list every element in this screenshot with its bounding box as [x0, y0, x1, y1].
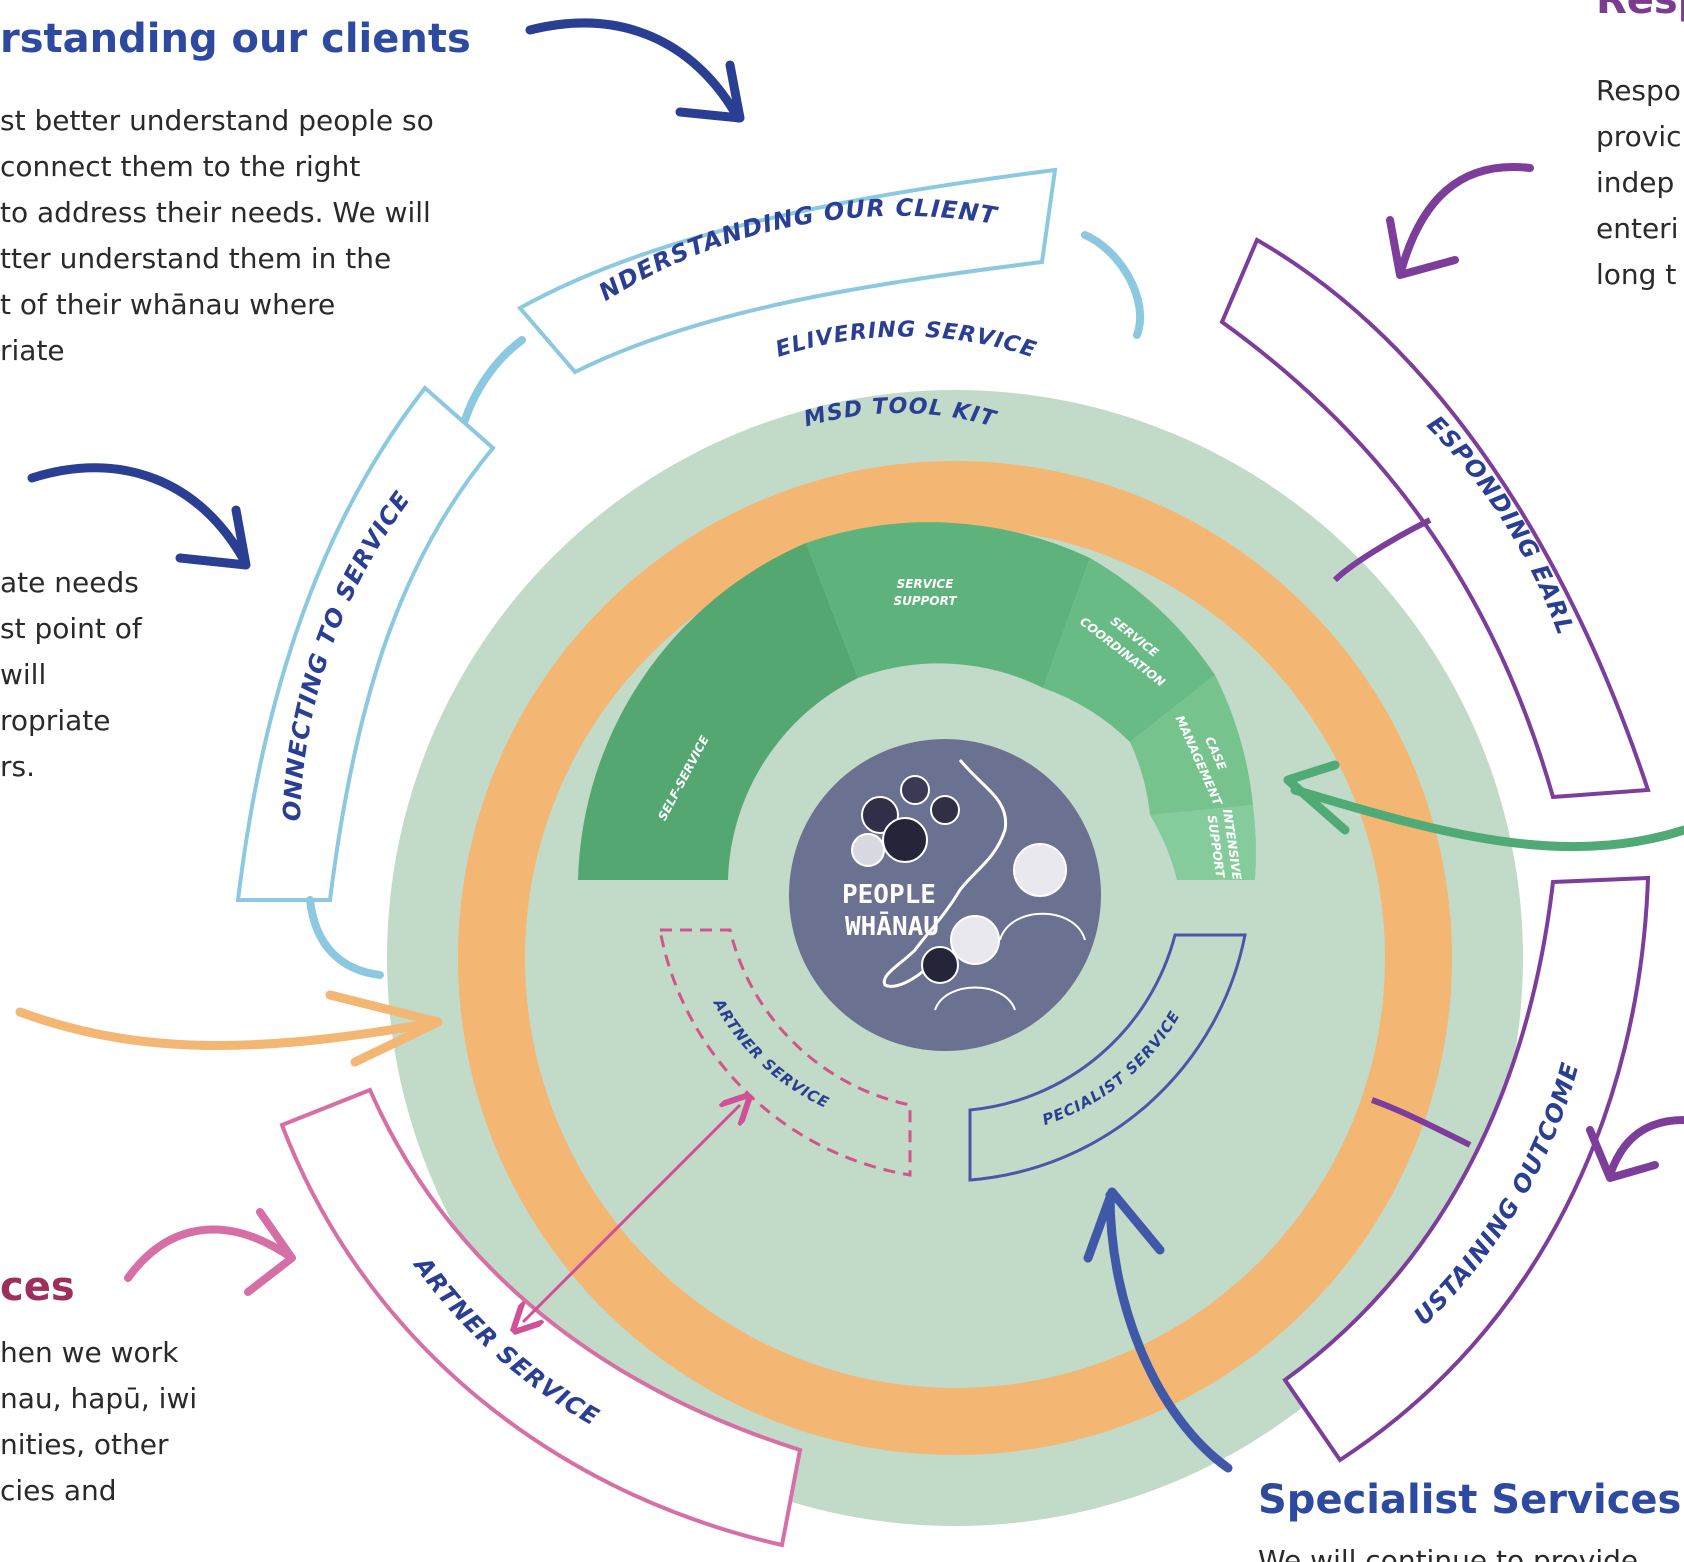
specialist-line: We will continue to provide	[1258, 1544, 1639, 1562]
specialist-heading: Specialist Services	[1258, 1477, 1682, 1523]
sustaining-outcomes-box	[1282, 875, 1651, 1463]
partner-line: nau, hapū, iwi	[0, 1382, 198, 1415]
pink-arrow-partner	[124, 1208, 296, 1296]
understanding-heading: rstanding our clients	[0, 16, 471, 62]
understanding-our-clients-box	[516, 167, 1058, 375]
partner-services-inner-bracket	[658, 928, 912, 1177]
orange-arrow-toolkit	[15, 990, 443, 1067]
people-whanau-illustration	[789, 739, 1101, 1051]
specialist-panel: Specialist Services We will continue to …	[1258, 1472, 1684, 1562]
partner-line: cies and	[0, 1474, 117, 1507]
understanding-line: t of their whānau where	[0, 288, 336, 321]
partner-body: hen we work nau, hapū, iwi nities, other…	[0, 1330, 240, 1514]
connecting-to-services-box	[235, 385, 496, 902]
connecting-line: st point of	[0, 612, 142, 645]
service-support-segment	[806, 522, 1090, 688]
navy-arrow-connecting	[27, 463, 251, 570]
connecting-line: rs.	[0, 750, 35, 783]
purple-arrow-in-top	[1332, 517, 1432, 583]
connecting-panel: ate needs st point of will ropriate rs.	[0, 560, 170, 790]
partner-line: hen we work	[0, 1336, 179, 1369]
connecting-body: ate needs st point of will ropriate rs.	[0, 560, 170, 790]
responding-line: provic	[1596, 120, 1682, 153]
responding-early-box	[1219, 237, 1651, 800]
light-blue-arrow-left	[461, 336, 526, 424]
specialist-body: We will continue to provide	[1258, 1538, 1684, 1562]
understanding-line: riate	[0, 334, 65, 367]
responding-body: Respo provic indep enteri long t	[1596, 68, 1684, 298]
responding-heading: Resp	[1596, 0, 1684, 23]
responding-panel: Resp Respo provic indep enteri long t	[1596, 0, 1684, 298]
purple-arrow-responding	[1386, 163, 1534, 279]
connecting-line: ate needs	[0, 566, 139, 599]
service-support-label-2: SUPPORT	[893, 594, 957, 608]
responding-line: Respo	[1596, 74, 1681, 107]
light-blue-arrow-bottom	[306, 896, 384, 979]
navy-arrow-specialist	[1083, 1187, 1233, 1473]
pink-double-arrow	[523, 1105, 740, 1322]
green-arrow-into-services	[1283, 760, 1684, 852]
connecting-line: ropriate	[0, 704, 111, 737]
service-support-label-1: SERVICE	[897, 577, 955, 591]
nz-map-outline	[882, 759, 1008, 988]
understanding-body: st better understand people so connect t…	[0, 98, 520, 374]
navy-arrow-understanding	[525, 18, 745, 123]
partner-line: nities, other	[0, 1428, 169, 1461]
connecting-line: will	[0, 658, 47, 691]
understanding-line: connect them to the right	[0, 150, 361, 183]
partner-panel: ces hen we work nau, hapū, iwi nities, o…	[0, 1262, 240, 1514]
self-service-segment	[578, 543, 858, 880]
responding-line: long t	[1596, 258, 1677, 291]
purple-arrow-in-bottom	[1370, 1097, 1472, 1148]
specialist-services-inner-bracket	[968, 933, 1247, 1182]
people-figures	[851, 775, 1086, 1011]
case-management-segment	[1130, 675, 1253, 815]
responding-line: indep	[1596, 166, 1675, 199]
partner-heading: ces	[0, 1264, 75, 1310]
purple-arrow-sustaining	[1586, 1116, 1684, 1182]
understanding-line: to address their needs. We will	[0, 196, 431, 229]
understanding-panel: rstanding our clients st better understa…	[0, 10, 520, 374]
intensive-support-segment	[1150, 805, 1257, 880]
light-blue-arrow-right	[1081, 231, 1145, 339]
centre-label-whanau: WHĀNAU	[845, 910, 939, 942]
centre-label-people: PEOPLE	[842, 880, 936, 910]
service-coordination-segment	[1043, 558, 1215, 742]
understanding-line: st better understand people so	[0, 104, 434, 137]
responding-line: enteri	[1596, 212, 1679, 245]
understanding-line: tter understand them in the	[0, 242, 392, 275]
